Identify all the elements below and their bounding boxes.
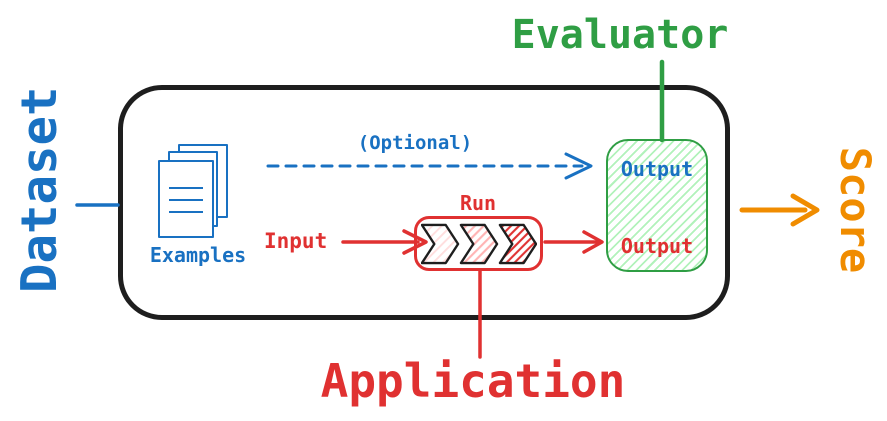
chevron-step-1-icon bbox=[420, 223, 459, 264]
score-arrowhead-icon bbox=[790, 193, 820, 227]
input-label: Input bbox=[264, 229, 328, 253]
optional-label: (Optional) bbox=[357, 132, 473, 154]
run-label: Run bbox=[459, 191, 497, 215]
run-box bbox=[414, 216, 543, 271]
application-output-label: Output bbox=[620, 234, 694, 258]
document-text-line bbox=[169, 211, 203, 213]
examples-label: Examples bbox=[149, 243, 247, 267]
dataset-label: Dataset bbox=[11, 86, 68, 293]
examples-documents-icon bbox=[158, 144, 238, 240]
application-label: Application bbox=[320, 354, 626, 408]
document-page-front-icon bbox=[158, 160, 214, 238]
chevron-step-2-icon bbox=[459, 223, 498, 264]
score-label: Score bbox=[831, 146, 880, 274]
chevron-step-3-icon bbox=[498, 223, 537, 264]
pipeline-chevrons-icon bbox=[420, 223, 537, 264]
document-text-line bbox=[169, 187, 203, 189]
evaluator-output-label: Output bbox=[620, 157, 694, 181]
document-text-line bbox=[169, 199, 203, 201]
evaluator-label: Evaluator bbox=[511, 12, 729, 58]
evaluator-output-box: Output Output bbox=[606, 139, 708, 272]
